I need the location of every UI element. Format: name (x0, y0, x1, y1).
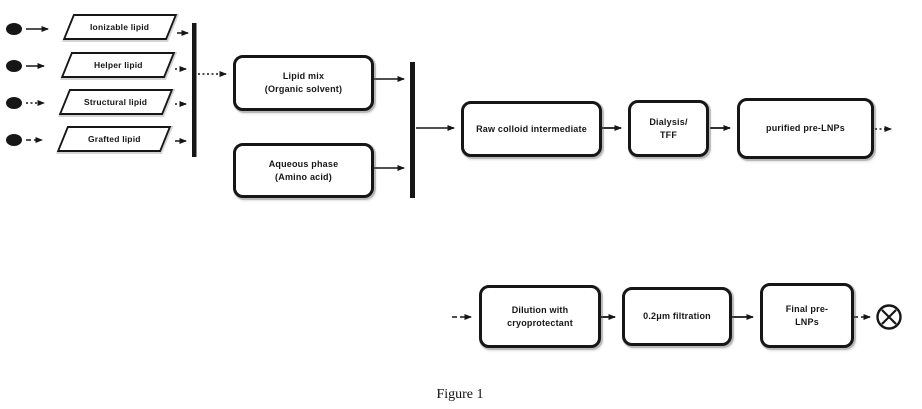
box-label-line: cryoprotectant (507, 317, 573, 328)
box-label-line: Final pre- (785, 303, 829, 314)
box-label-line: (Organic solvent) (264, 84, 343, 94)
box-label-line: Lipid mix (282, 71, 325, 81)
end-node-icon (876, 304, 902, 330)
source-dot-icon (6, 60, 22, 72)
merge-bar (192, 23, 197, 157)
input-parallelogram-helper-lipid: Helper lipid (60, 52, 176, 78)
box-label-line: Dilution with (511, 304, 569, 315)
source-dot-icon (6, 134, 22, 146)
input-parallelogram-ionizable-lipid: Ionizable lipid (62, 14, 178, 40)
dilution-cryoprotectant-box: Dilution with cryoprotectant (479, 285, 601, 348)
box-label-line: Dialysis/ (649, 116, 688, 127)
box-label: Raw colloid intermediate (476, 123, 587, 134)
dialysis-tff-box: Dialysis/ TFF (628, 100, 709, 157)
box-label-line: LNPs (795, 316, 819, 327)
input-parallelogram-structural-lipid: Structural lipid (58, 89, 174, 115)
input-label: Grafted lipid (87, 134, 141, 144)
source-dot-icon (6, 97, 22, 109)
box-label-line: TFF (659, 129, 678, 140)
input-parallelogram-grafted-lipid: Grafted lipid (56, 126, 172, 152)
box-label-line: Aqueous phase (268, 158, 339, 169)
figure-caption: Figure 1 (436, 387, 484, 402)
input-label: Structural lipid (84, 97, 148, 107)
raw-colloid-intermediate-box: Raw colloid intermediate (461, 101, 602, 157)
purified-pre-lnps-box: purified pre-LNPs (737, 98, 874, 159)
input-label: Ionizable lipid (90, 22, 150, 32)
final-pre-lnps-box: Final pre- LNPs (760, 283, 854, 348)
aqueous-phase-box: Aqueous phase (Amino acid) (233, 143, 374, 198)
filtration-box: 0.2μm filtration (622, 287, 732, 346)
lipid-mix-box: Lipid mix (Organic solvent) (233, 55, 374, 111)
merge-bar (410, 62, 415, 198)
box-label: 0.2μm filtration (643, 311, 711, 321)
input-label: Helper lipid (93, 60, 143, 70)
box-label: purified pre-LNPs (766, 123, 845, 133)
source-dot-icon (6, 23, 22, 35)
box-label-line: (Amino acid) (275, 171, 332, 182)
